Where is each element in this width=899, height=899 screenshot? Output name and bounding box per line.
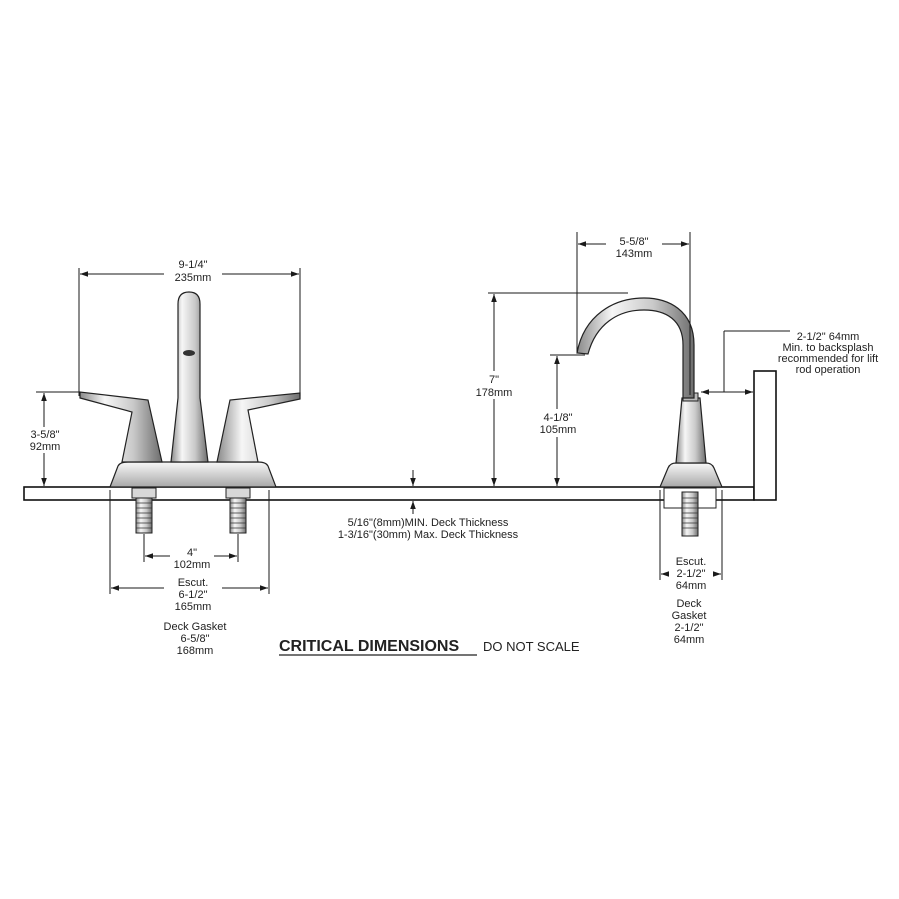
backsplash-line3: recommended for lift <box>778 353 878 365</box>
spout-height-metric: 105mm <box>540 424 577 436</box>
overall-height-imperial: 7" <box>489 374 499 386</box>
backsplash-line1: 2-1/2" 64mm <box>797 331 860 343</box>
dimension-handle-height: 3-5/8" 92mm <box>24 391 80 486</box>
centers-imperial: 4" <box>187 547 197 559</box>
right-shank <box>225 487 251 534</box>
left-handle <box>79 391 163 463</box>
dimension-centers: 4" 102mm <box>143 534 239 571</box>
deck-thickness-min: 5/16"(8mm)MIN. Deck Thickness <box>348 517 509 529</box>
title-sub: DO NOT SCALE <box>483 639 580 654</box>
left-escutcheon <box>109 461 277 488</box>
deck-gasket-right-note: Deck Gasket 2-1/2" 64mm <box>672 598 707 646</box>
left-shank <box>131 487 157 534</box>
escut-right-imperial: 2-1/2" <box>677 568 706 580</box>
dimension-spout-height: 4-1/8" 105mm <box>534 354 585 486</box>
escut-left-label: Escut. <box>178 577 209 589</box>
escut-left-metric: 165mm <box>175 601 212 613</box>
backsplash-line2: Min. to backsplash <box>782 342 873 354</box>
dimension-spout-reach: 5-5/8" 143mm <box>576 232 691 395</box>
escut-left-imperial: 6-1/2" <box>179 589 208 601</box>
centers-metric: 102mm <box>174 559 211 571</box>
overall-height-metric: 178mm <box>476 387 513 399</box>
width-imperial: 9-1/4" <box>179 259 208 271</box>
title-main: CRITICAL DIMENSIONS <box>279 638 459 655</box>
spout-reach-imperial: 5-5/8" <box>620 236 649 248</box>
spout-reach-metric: 143mm <box>616 248 653 260</box>
handle-height-metric: 92mm <box>30 441 61 453</box>
deck-gasket-left-note: Deck Gasket 6-5/8" 168mm <box>164 621 227 657</box>
right-faucet-drawing <box>576 297 723 537</box>
deck-gasket-left-label: Deck Gasket <box>164 621 227 633</box>
dimension-escutcheon-left: Escut. 6-1/2" 165mm <box>109 490 270 613</box>
deck-gasket-right-line2: Gasket <box>672 610 707 622</box>
right-escutcheon <box>659 462 723 488</box>
width-metric: 235mm <box>175 272 212 284</box>
deck-gasket-right-line1: Deck <box>676 598 702 610</box>
deck-gasket-right-imperial: 2-1/2" <box>675 622 704 634</box>
deck-gasket-right-metric: 64mm <box>674 634 705 646</box>
handle-height-imperial: 3-5/8" <box>31 429 60 441</box>
dimension-width-left: 9-1/4" 235mm <box>78 257 301 396</box>
diagram-title: CRITICAL DIMENSIONS DO NOT SCALE <box>279 638 580 656</box>
backsplash-line4: rod operation <box>796 364 861 376</box>
dimension-overall-height: 7" 178mm <box>472 292 628 486</box>
spout-height-imperial: 4-1/8" <box>544 412 573 424</box>
right-spout <box>576 297 695 399</box>
right-body <box>675 397 707 464</box>
dimension-escutcheon-right: Escut. 2-1/2" 64mm <box>659 490 723 592</box>
escut-right-label: Escut. <box>676 556 707 568</box>
deck-gasket-left-imperial: 6-5/8" <box>181 633 210 645</box>
deck-thickness-max: 1-3/16"(30mm) Max. Deck Thickness <box>338 529 519 541</box>
deck-gasket-left-metric: 168mm <box>177 645 214 657</box>
backsplash-wall <box>753 370 777 501</box>
deck-thickness-note: 5/16"(8mm)MIN. Deck Thickness 1-3/16"(30… <box>338 470 519 541</box>
escut-right-metric: 64mm <box>676 580 707 592</box>
right-handle <box>216 392 301 463</box>
dimension-backsplash: 2-1/2" 64mm Min. to backsplash recommend… <box>701 330 878 395</box>
left-spout <box>170 291 209 463</box>
